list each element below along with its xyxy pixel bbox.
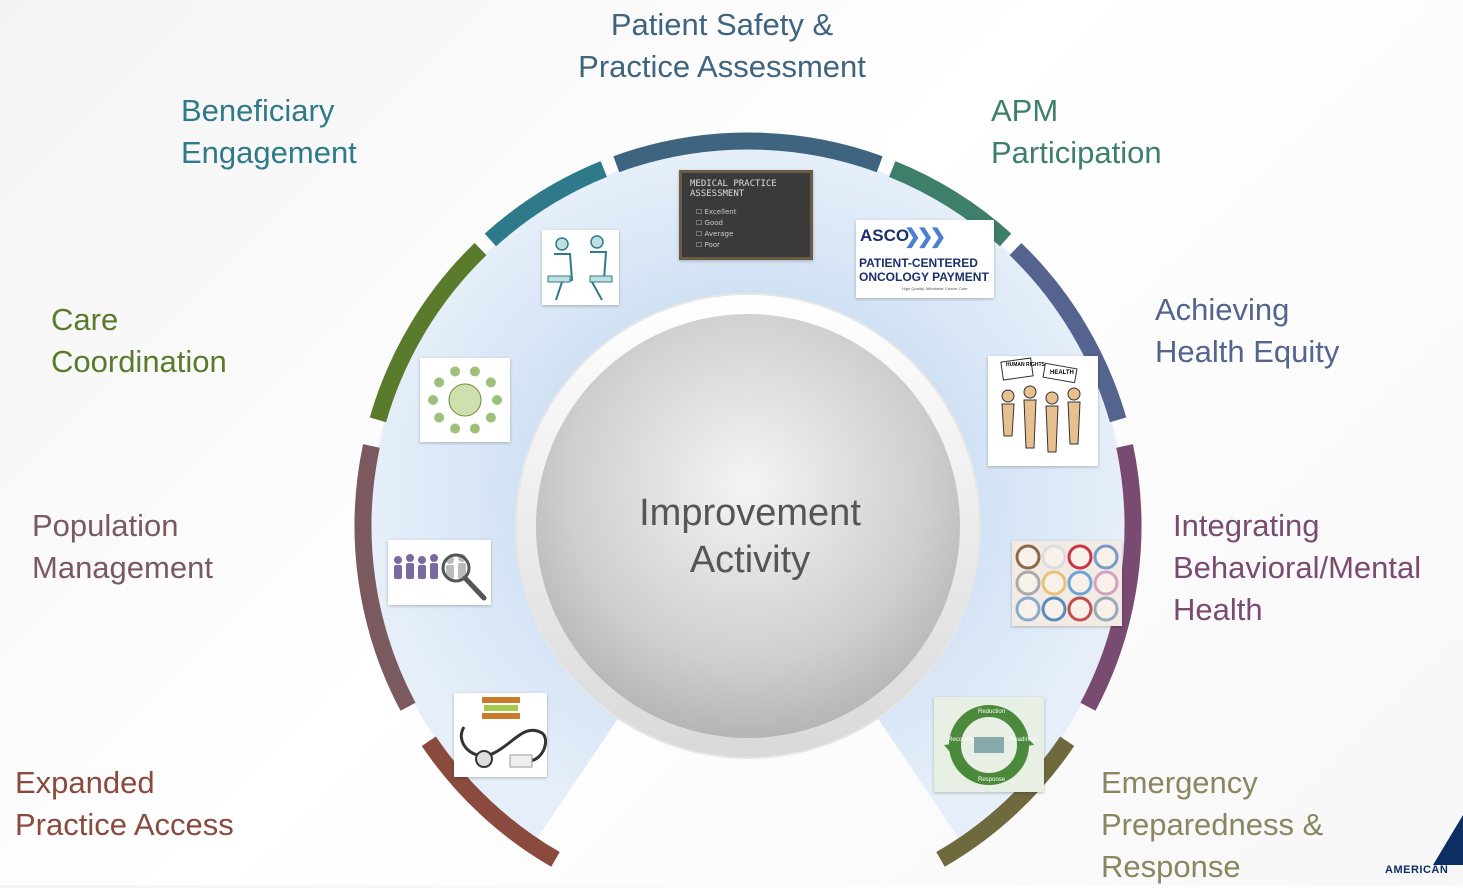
label-apm-participation: APM Participation: [991, 93, 1162, 170]
arc-health-equity: [1009, 242, 1127, 423]
cupcake-icon: [1041, 544, 1067, 570]
arc-care-coord: [369, 242, 487, 423]
protest-crowd-icon: [1000, 357, 1081, 453]
chalkboard-title: MEDICAL PRACTICE ASSESSMENT: [690, 179, 777, 199]
two-people-talking-icon: [547, 235, 613, 301]
center-circle: [536, 314, 960, 738]
chalk-item: ☐ Average: [696, 230, 734, 238]
disaster-cycle-image: Reduction Recovery Readiness Response: [934, 697, 1044, 792]
label-care-coordination: Care Coordination: [51, 302, 227, 379]
care-network-image: [420, 358, 510, 442]
cupcake-icon: [1067, 570, 1093, 596]
cupcake-icon: [1093, 596, 1119, 622]
cupcake-icon: [1015, 570, 1041, 596]
cupcake-icon: [1041, 596, 1067, 622]
asco-pcop-logo-image: ASCO ❯❯❯ PATIENT-CENTERED ONCOLOGY PAYME…: [856, 220, 994, 298]
label-population-management: Population Management: [32, 508, 213, 585]
conversation-image: [542, 230, 619, 305]
arc-expanded-access: [421, 736, 560, 867]
cupcakes-icon-grid: [1015, 544, 1119, 622]
center-label: Improvement Activity: [639, 492, 861, 581]
corner-logo-text: AMERICAN: [1385, 864, 1449, 876]
word-response: Response: [978, 777, 1006, 783]
word-recovery: Recovery: [948, 737, 974, 743]
arc-behavioral: [1080, 444, 1142, 711]
protest-crowd-image: HUMAN RIGHTS HEALTH: [988, 356, 1098, 466]
disaster-cycle-icon: [934, 697, 1044, 792]
label-patient-safety: Patient Safety & Practice Assessment: [578, 7, 866, 84]
chalkboard-assessment-image: MEDICAL PRACTICE ASSESSMENT ☐ Excellent …: [679, 170, 813, 260]
asco-line1: PATIENT-CENTERED: [859, 256, 978, 270]
arc-patient-safety: [613, 132, 883, 173]
network-node: [485, 377, 496, 388]
network-hub: [448, 383, 482, 417]
asco-corner-logo: [1433, 815, 1463, 865]
network-node: [469, 366, 480, 377]
label-emergency-preparedness: Emergency Preparedness & Response: [1101, 765, 1324, 884]
cupcake-icon: [1015, 544, 1041, 570]
asco-line2: ONCOLOGY PAYMENT: [859, 270, 989, 284]
chalk-item: ☐ Good: [696, 219, 723, 227]
stethoscope-icon: [459, 697, 547, 768]
label-behavioral-health: Integrating Behavioral/Mental Health: [1173, 508, 1422, 627]
arc-apm: [889, 161, 1012, 247]
label-beneficiary-engagement: Beneficiary Engagement: [181, 93, 357, 170]
network-node: [492, 395, 502, 405]
people-magnifier-icon: [394, 553, 487, 601]
chalk-item: ☐ Excellent: [696, 208, 737, 216]
cupcake-icon: [1093, 544, 1119, 570]
asco-brand: ASCO: [860, 226, 910, 245]
cupcakes-icons-image: [1012, 541, 1122, 626]
cupcake-icon: [1015, 596, 1041, 622]
label-health-equity: Achieving Health Equity: [1155, 292, 1340, 369]
cupcake-icon: [1093, 570, 1119, 596]
cupcake-icon: [1067, 596, 1093, 622]
network-node: [450, 423, 461, 434]
asco-tagline: High Quality, Affordable Cancer Care: [902, 286, 968, 291]
network-node: [434, 412, 445, 423]
word-readiness: Readiness: [1010, 737, 1039, 743]
chevrons-icon: ❯❯❯: [904, 226, 946, 248]
network-node: [485, 412, 496, 423]
word-reduction: Reduction: [978, 709, 1006, 715]
network-node: [428, 395, 438, 405]
network-node: [434, 377, 445, 388]
stethoscope-image: [454, 693, 547, 777]
arc-beneficiary: [484, 161, 607, 247]
people-magnifier-image: [388, 540, 491, 605]
cupcake-icon: [1041, 570, 1067, 596]
arc-population: [354, 444, 416, 711]
arc-emergency: [936, 736, 1075, 867]
label-expanded-practice-access: Expanded Practice Access: [15, 765, 234, 842]
network-node: [450, 366, 461, 377]
chalk-item: ☐ Poor: [696, 241, 720, 249]
sign-human-rights: HUMAN RIGHTS: [1006, 362, 1045, 368]
network-node: [469, 423, 480, 434]
care-network-icon: [428, 366, 502, 434]
cupcake-icon: [1067, 544, 1093, 570]
sign-health: HEALTH: [1050, 370, 1074, 376]
